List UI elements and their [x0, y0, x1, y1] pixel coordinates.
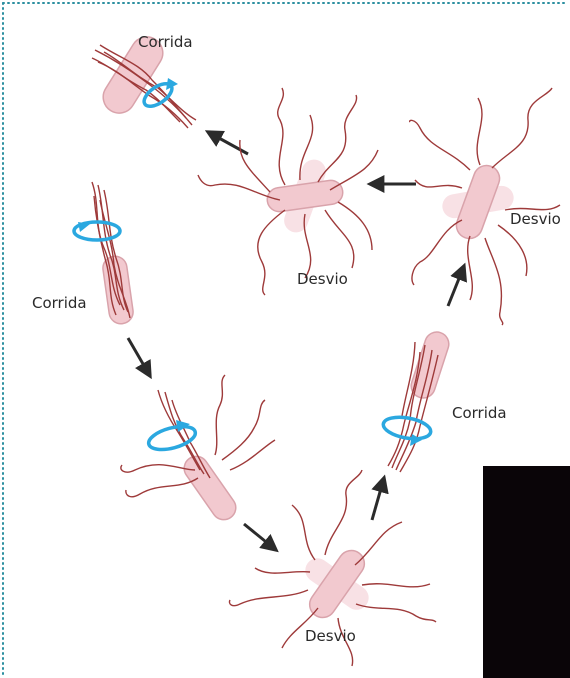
bacterium-run-right: Corrida	[382, 329, 507, 472]
label-tumble-right: Desvio	[510, 210, 561, 228]
label-run-left: Corrida	[32, 294, 87, 312]
label-tumble-bottom: Desvio	[305, 627, 356, 645]
bacterium-mid-left	[121, 375, 275, 524]
flagella-bundle-left	[92, 182, 130, 318]
direction-arrow-icon	[372, 478, 384, 520]
dotted-border	[3, 3, 567, 675]
label-run-top: Corrida	[138, 33, 193, 51]
flagella-mid-left	[121, 375, 275, 497]
bacterium-run-left: Corrida	[32, 182, 135, 325]
direction-arrow-icon	[208, 132, 248, 154]
direction-arrow-icon	[244, 524, 276, 550]
label-run-right: Corrida	[452, 404, 507, 422]
bacterium-tumble-center: Desvio	[198, 88, 378, 295]
label-tumble-center: Desvio	[297, 270, 348, 288]
direction-arrow-icon	[128, 338, 150, 376]
bacterium-run-top: Corrida	[92, 31, 196, 128]
flagella-bundle-right	[388, 342, 438, 472]
black-panel	[483, 466, 570, 678]
direction-arrow-icon	[448, 266, 464, 306]
bacterium-tumble-bottom: Desvio	[229, 470, 436, 666]
bacterium-tumble-right: Desvio	[410, 88, 561, 325]
